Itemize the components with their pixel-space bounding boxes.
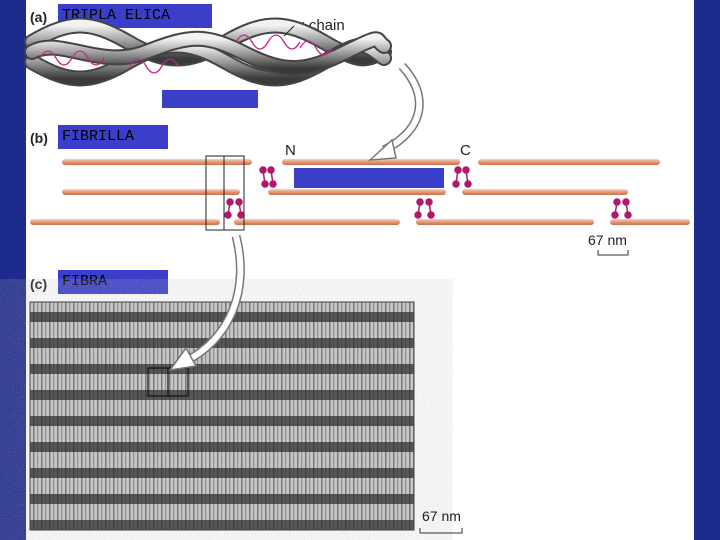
fibril-row3-d — [610, 219, 690, 225]
fibril-row3-c — [416, 219, 594, 225]
crosslink-4 — [414, 198, 435, 219]
n-terminus-label: N — [285, 142, 296, 159]
arrow-helix-to-fibril — [367, 62, 424, 161]
c-terminus-label: C — [460, 142, 471, 159]
fibril-row1-c — [478, 159, 660, 165]
panel-b-blue-box — [294, 168, 444, 188]
panel-a-blue-box — [162, 90, 258, 108]
panel-c-letter: (c) — [30, 276, 48, 292]
electron-micrograph — [29, 301, 415, 531]
crosslinks — [224, 166, 632, 219]
fiber-scale-label: 67 nm — [422, 508, 461, 524]
fibril-row3-a — [30, 219, 220, 225]
fibril-row1-a — [62, 159, 252, 165]
fibril-scale-label: 67 nm — [588, 232, 627, 248]
fibril-row2-b — [268, 189, 446, 195]
helix-strands — [24, 17, 392, 87]
fibra-tag: FIBRA — [58, 270, 168, 294]
arrow-fibril-to-micrograph — [168, 234, 245, 372]
crosslink-5 — [611, 198, 632, 219]
gap-selection-box — [205, 155, 245, 231]
crosslink-2 — [452, 166, 472, 188]
scale-bar-c — [419, 528, 463, 534]
fibrilla-tag: FIBRILLA — [58, 125, 168, 149]
fibril-row3-b — [234, 219, 400, 225]
fibril-row1-b — [282, 159, 460, 165]
scale-bar-b — [597, 250, 629, 256]
panel-a-letter: (a) — [30, 9, 48, 25]
alpha-chain-trace — [39, 34, 333, 74]
crosslink-3 — [224, 198, 245, 219]
crosslink-1 — [259, 166, 277, 188]
fibril-row2-c — [462, 189, 628, 195]
alpha-chain-pointer — [283, 25, 295, 37]
panel-b-letter: (b) — [30, 130, 48, 146]
fibril-row2-a — [62, 189, 240, 195]
micrograph-selection-box — [147, 367, 189, 397]
